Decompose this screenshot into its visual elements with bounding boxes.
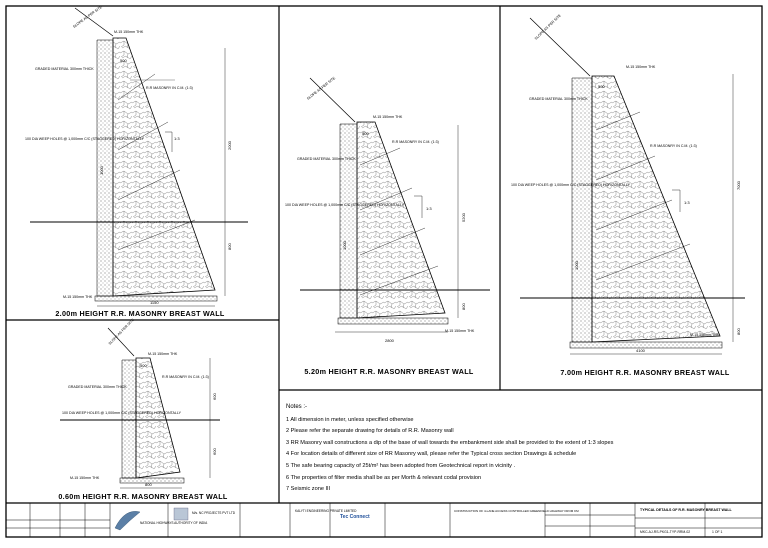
wall-200-dim-top: 500 <box>120 58 127 63</box>
wall-520-dim-footing: 800 <box>461 303 466 310</box>
wall-520-top-label: SLOPE AS PER SITE <box>306 76 336 101</box>
wall-200-graded: GRADED MATERIAL 300mm THICK <box>35 67 94 71</box>
wall-060-masonry: R.R MASONRY IN C.M. (1:3) <box>162 375 209 379</box>
wall-520-dim-mid: 1000 <box>342 240 347 250</box>
wall-700-top-label: SLOPE AS PER SITE <box>534 13 562 41</box>
note-item-7: 7 Seismic zone III <box>286 486 331 493</box>
wall-200-masonry: R.R MASONRY IN C.M. (1:3) <box>146 86 193 90</box>
wall-700-m15-base: M-15 150mm THK <box>690 333 720 337</box>
wall-520-dim-height: 5200 <box>461 212 466 222</box>
wall-200-dim-footing: 800 <box>227 243 232 250</box>
wall-520-slope: 1:3 <box>426 206 432 211</box>
wall-060-dim-base: 800 <box>145 482 152 487</box>
wall-060-title: 0.60m HEIGHT R.R. MASONRY BREAST WALL <box>58 492 228 501</box>
drawing-title: TYPICAL DETAILS OF R.R. MASONRY BREAST W… <box>640 508 733 512</box>
wall-200-slope: 1:3 <box>174 136 180 141</box>
wall-060-weep: 100 DIA WEEP HOLES @ 1,000mm C/C (STAGGE… <box>62 411 182 415</box>
title-block <box>6 503 762 537</box>
note-item-3: 3 RR Masonry wall constructions a dip of… <box>286 439 614 446</box>
consultant-name: KALYTI ENGINEERING PRIVATE LIMITED <box>295 509 357 513</box>
note-item-5: 5 The safe bearing capacity of 25t/m² ha… <box>286 462 516 469</box>
wall-200-dim-height: 2000 <box>227 140 232 150</box>
nhai-logo-icon <box>114 511 141 531</box>
wall-520-drawing <box>300 77 490 333</box>
wall-520-graded: GRADED MATERIAL 300mm THICK <box>297 157 356 161</box>
wall-700-masonry: R.R MASONRY IN C.M. (1:3) <box>650 144 697 148</box>
wall-060-dim-height: 600 <box>212 393 217 400</box>
wall-060-m15-base: M-15 150mm THK <box>70 476 100 480</box>
wall-700-dim-base: 4100 <box>636 348 646 353</box>
wall-060-drawing <box>60 327 220 489</box>
wall-700-drawing <box>520 17 745 355</box>
wall-700-title: 7.00m HEIGHT R.R. MASONRY BREAST WALL <box>560 368 730 377</box>
sheet-border <box>5 5 763 538</box>
wall-520-dim-base: 2800 <box>385 338 395 343</box>
wall-200-m15-base: M-15 150mm THK <box>63 295 93 299</box>
wall-700-dim-height: 7000 <box>736 180 741 190</box>
note-item-4: 4 For location details of different size… <box>286 451 577 458</box>
wall-700-slope: 1:3 <box>684 200 690 205</box>
wall-520-weep: 100 DIA WEEP HOLES @ 1,000mm C/C (STAGGE… <box>285 203 405 207</box>
wall-060-dim-footing: 600 <box>212 448 217 455</box>
wall-200-title: 2.00m HEIGHT R.R. MASONRY BREAST WALL <box>55 309 225 318</box>
wall-520-m15-top: M-15 150mm THK <box>373 115 403 119</box>
wall-060-graded: GRADED MATERIAL 300mm THICK <box>68 385 127 389</box>
wall-520-title: 5.20m HEIGHT R.R. MASONRY BREAST WALL <box>304 367 474 376</box>
wall-060-m15-top: M-15 150mm THK <box>148 352 178 356</box>
notes-panel: Notes :- 1 All dimension in meter, unles… <box>286 402 756 496</box>
wall-200-drawing <box>30 7 248 307</box>
note-item-6: 6 The properties of filter media shall b… <box>286 474 482 481</box>
wall-060-top-label: SLOPE AS PER SITE <box>108 317 136 345</box>
project-description: CONSTRUCTION OF 4-LANE ACCESS CONTROLLED… <box>454 509 579 513</box>
notes-title: Notes :- <box>286 404 308 410</box>
wall-200-weep: 100 DIA WEEP HOLES @ 1,000mm C/C (STAGGE… <box>25 137 145 141</box>
client-name: NATIONAL HIGHWAYS AUTHORITY OF INDIA <box>140 521 208 525</box>
note-item-2: 2 Please refer the separate drawing for … <box>286 428 454 435</box>
wall-200-dim-mid: 1000 <box>99 165 104 175</box>
wall-520-m15-base: M-15 150mm THK <box>445 329 475 333</box>
wall-700-m15-top: M-15 150mm THK <box>626 65 656 69</box>
wall-520-masonry: R.R MASONRY IN C.M. (1:3) <box>392 140 439 144</box>
contractor-logo-icon <box>173 507 189 521</box>
tec-connect-logo-icon: Tec Connect <box>340 514 370 520</box>
wall-060-dim-top: 500 <box>140 363 147 368</box>
wall-520-dim-top: 500 <box>362 131 369 136</box>
wall-200-dim-base: 1150 <box>150 300 159 305</box>
contractor-name: M/s. NC PROJECTS PVT LTD <box>192 511 236 515</box>
wall-700-dim-top: 500 <box>598 84 605 89</box>
sheet-number: 1 OF 1 <box>712 530 722 534</box>
wall-700-dim-mid: 1000 <box>574 260 579 270</box>
wall-700-graded: GRADED MATERIAL 300mm THICK <box>529 97 588 101</box>
note-item-1: 1 All dimension in meter, unless specifi… <box>286 416 414 423</box>
wall-700-dim-footing: 800 <box>736 328 741 335</box>
drawing-number: MKC-AJ-RS-PKG1-TYP-RRM-02 <box>640 530 690 534</box>
wall-700-weep: 100 DIA WEEP HOLES @ 1,000mm C/C (STAGGE… <box>511 183 631 187</box>
wall-200-m15-top: M-15 150mm THK <box>114 30 144 34</box>
